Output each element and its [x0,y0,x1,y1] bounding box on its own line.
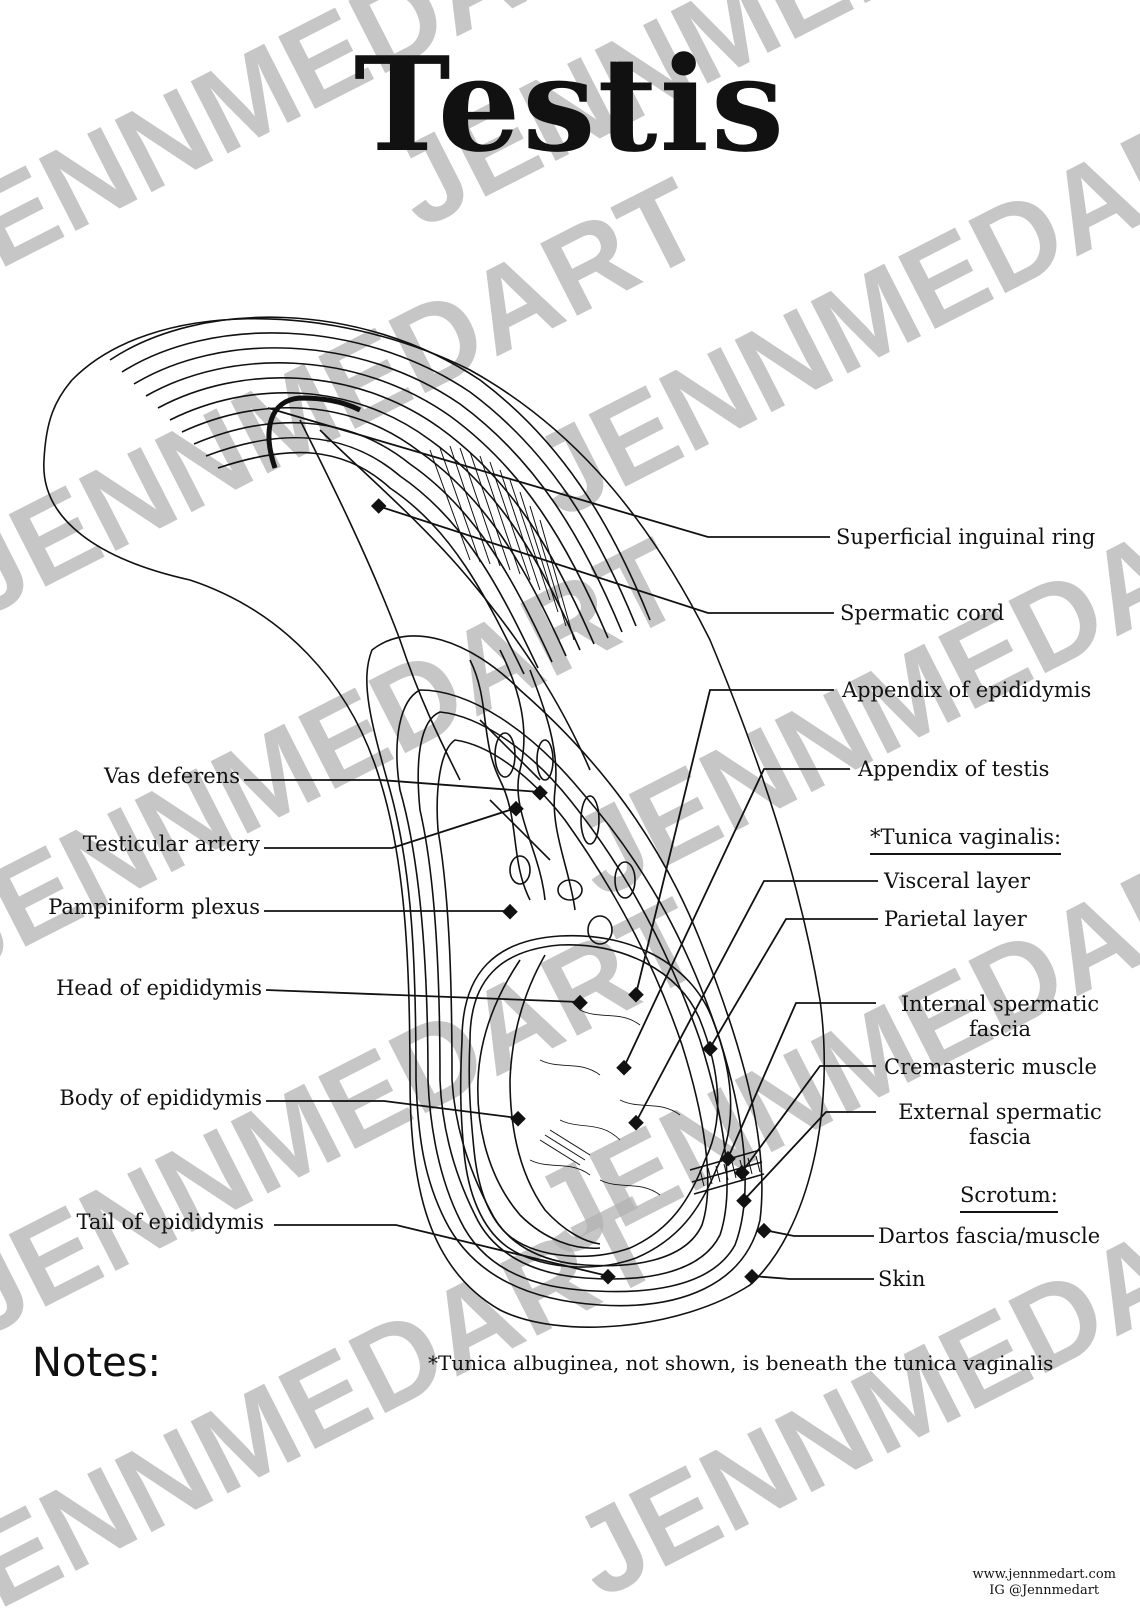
marker-skin [744,1268,760,1285]
leader-superficial-inguinal-ring [267,407,830,538]
leader-vas-deferens [244,779,541,793]
cord-inner-outline [299,419,461,781]
label-appendix-of-epididymis: Appendix of epididymis [842,678,1092,702]
leader-cremasteric [741,1065,876,1173]
leader-spermatic-cord [377,505,834,614]
cremaster-striations [429,445,575,641]
label-internal-spermatic-fascia-line1: Internal spermatic [900,992,1100,1016]
testis-body [468,944,719,1258]
credit-website: www.jennmedart.com [972,1567,1116,1582]
leader-head-epididymis [265,989,581,1003]
heading-scrotum: Scrotum: [960,1183,1058,1214]
dartos-layer [366,635,763,1307]
pampiniform-vessels [469,649,636,945]
marker-appendix-epididymis [628,986,644,1003]
label-tail-of-epididymis: Tail of epididymis [76,1210,264,1234]
label-appendix-of-testis: Appendix of testis [858,757,1050,781]
marker-head-epididymis [572,994,588,1011]
marker-internal-fascia [720,1150,736,1167]
leader-visceral-layer [635,880,878,1123]
marker-appendix-testis [616,1059,632,1076]
external-spermatic-fascia-layer [396,689,746,1293]
label-skin: Skin [878,1267,926,1291]
leader-body-epididymis [266,1100,519,1119]
anatomy-drawing [43,316,825,1328]
label-body-of-epididymis: Body of epididymis [59,1086,262,1110]
leader-external-fascia [743,1111,876,1201]
leader-lines [244,407,878,1280]
page-title: Testis [353,28,787,181]
credit-instagram: IG @Jennmedart [989,1583,1100,1599]
label-external-spermatic-fascia-line2: fascia [968,1125,1032,1150]
skin-outline [43,317,825,1328]
label-external-spermatic-fascia-line1: External spermatic [898,1100,1102,1124]
spermatic-cord-bands [109,316,651,675]
cremasteric-layer [417,711,728,1280]
marker-visceral-layer [628,1114,644,1131]
epididymis [477,959,601,1250]
leader-testicular-artery [264,807,517,849]
inguinal-ring-arc [266,395,362,469]
label-pampiniform-plexus: Pampiniform plexus [48,895,260,919]
internal-spermatic-fascia-layer [436,739,709,1267]
marker-parietal-layer [702,1040,718,1057]
marker-tail-epididymis [600,1268,616,1285]
marker-dartos [756,1222,772,1239]
credit: www.jennmedart.com IG @Jennmedart [972,1567,1116,1600]
label-testicular-artery: Testicular artery [82,832,260,856]
label-parietal-layer: Parietal layer [884,907,1027,931]
label-internal-spermatic-fascia: Internal spermatic fascia [880,992,1120,1042]
label-superficial-inguinal-ring: Superficial inguinal ring [836,525,1096,549]
marker-body-epididymis [510,1110,526,1127]
leader-skin [751,1275,874,1280]
marker-vas-deferens [532,784,548,801]
marker-external-fascia [736,1192,752,1209]
testis-texture [529,1009,681,1196]
label-head-of-epididymis: Head of epididymis [56,976,262,1000]
heading-tunica-vaginalis: *Tunica vaginalis: [870,825,1062,856]
marker-superficial-inguinal-ring [370,498,387,514]
marker-cremasteric [734,1164,750,1181]
leader-internal-fascia [727,1002,876,1159]
visceral-layer-line [459,934,732,1268]
marker-pampiniform [502,903,518,920]
leader-endpoints [370,498,772,1285]
label-external-spermatic-fascia: External spermatic fascia [880,1100,1120,1150]
label-cremasteric-muscle: Cremasteric muscle [884,1055,1097,1079]
label-vas-deferens: Vas deferens [103,764,240,788]
label-spermatic-cord: Spermatic cord [840,601,1005,625]
label-dartos-fascia-muscle: Dartos fascia/muscle [878,1224,1101,1248]
leader-appendix-testis [623,768,850,1068]
label-visceral-layer: Visceral layer [884,869,1030,893]
leader-parietal-layer [709,918,878,1049]
leader-dartos [763,1229,874,1237]
label-internal-spermatic-fascia-line2: fascia [968,1017,1032,1042]
footnote: *Tunica albuginea, not shown, is beneath… [428,1351,1054,1375]
notes-label: Notes: [32,1340,162,1386]
leader-appendix-epididymis [635,689,834,995]
leader-tail-epididymis [274,1224,609,1277]
